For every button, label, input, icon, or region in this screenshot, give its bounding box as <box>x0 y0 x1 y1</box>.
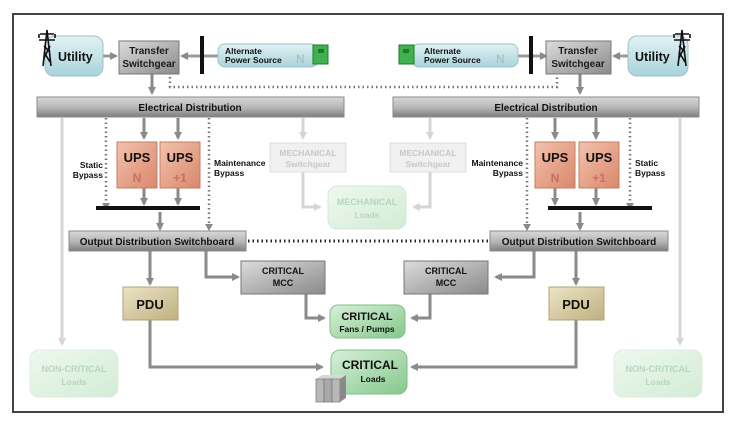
left-static-bypass-label: Static Bypass <box>73 160 104 180</box>
svg-text:Static: Static <box>635 158 658 168</box>
right-electrical-distribution[interactable]: Electrical Distribution <box>392 96 700 118</box>
left-mechanical-switchgear[interactable]: MECHANICAL Switchgear <box>269 142 347 173</box>
right-ups-output-bus <box>548 206 652 210</box>
label: CRITICAL <box>425 266 467 276</box>
left-bus-bar <box>200 36 204 74</box>
svg-text:Static: Static <box>80 160 103 170</box>
right-critical-mcc[interactable]: CRITICAL MCC <box>403 260 489 295</box>
right-ups-plus1[interactable]: UPS +1 <box>578 141 620 189</box>
redundancy-badge: N <box>496 52 505 66</box>
svg-text:Maintenance: Maintenance <box>472 158 524 168</box>
right-static-bypass-label: Static Bypass <box>635 158 666 178</box>
label: CRITICAL <box>262 266 304 276</box>
label: Power Source <box>225 55 282 65</box>
label: CRITICAL <box>341 311 393 323</box>
svg-text:Bypass: Bypass <box>635 168 666 178</box>
right-bus-bar <box>529 36 533 74</box>
label: Output Distribution Switchboard <box>502 237 656 248</box>
tie-line-top <box>168 77 559 89</box>
label: UPS <box>586 150 613 165</box>
label: CRITICAL <box>342 358 398 372</box>
label: N <box>133 171 142 185</box>
left-utility-label: Utility <box>58 50 93 64</box>
label: Switchgear <box>285 159 331 169</box>
label: MECHANICAL <box>399 148 456 158</box>
mechanical-loads[interactable]: MECHANICAL Loads <box>327 185 407 230</box>
label: UPS <box>167 150 194 165</box>
left-output-distribution-switchboard[interactable]: Output Distribution Switchboard <box>68 230 247 252</box>
right-maintenance-bypass-label: Maintenance Bypass <box>472 158 524 178</box>
right-generator-icon <box>398 44 415 65</box>
label: MECHANICAL <box>337 197 398 207</box>
connectors <box>58 52 684 371</box>
critical-loads[interactable]: CRITICAL Loads <box>330 349 408 395</box>
left-electrical-distribution[interactable]: Electrical Distribution <box>36 96 345 118</box>
label: NON-CRITICAL <box>626 364 691 374</box>
left-pdu[interactable]: PDU <box>122 286 179 321</box>
label: Electrical Distribution <box>494 103 597 114</box>
right-pdu[interactable]: PDU <box>548 286 605 321</box>
right-alternate-power-source[interactable]: Alternate Power Source N <box>411 43 519 68</box>
label: +1 <box>592 171 606 185</box>
left-utility[interactable]: Utility <box>44 35 104 77</box>
right-utility[interactable]: Utility <box>627 35 689 77</box>
right-transfer-switchgear[interactable]: Transfer Switchgear <box>545 40 612 75</box>
label: Loads <box>645 377 670 387</box>
label: Alternate <box>225 46 262 56</box>
right-non-critical-loads[interactable]: NON-CRITICAL Loads <box>613 349 703 398</box>
right-utility-tower-icon <box>673 29 691 67</box>
left-ups-plus1[interactable]: UPS +1 <box>159 141 201 189</box>
right-ups-n[interactable]: UPS N <box>534 141 576 189</box>
label: PDU <box>136 297 163 312</box>
label: Alternate <box>424 46 461 56</box>
label: Power Source <box>424 55 481 65</box>
left-critical-mcc[interactable]: CRITICAL MCC <box>240 260 326 295</box>
svg-text:Bypass: Bypass <box>493 168 524 178</box>
label: +1 <box>173 171 187 185</box>
bypass-lines <box>104 77 632 243</box>
label: UPS <box>542 150 569 165</box>
right-output-distribution-switchboard[interactable]: Output Distribution Switchboard <box>489 230 669 252</box>
label: MCC <box>436 278 457 288</box>
left-ups-output-bus <box>96 206 200 210</box>
label: Switchgear <box>405 159 451 169</box>
label: UPS <box>124 150 151 165</box>
label: Switchgear <box>551 59 604 70</box>
right-mechanical-switchgear[interactable]: MECHANICAL Switchgear <box>389 142 467 173</box>
label: MCC <box>273 278 294 288</box>
label: Switchgear <box>122 59 175 70</box>
left-generator-icon <box>312 44 329 65</box>
svg-text:Bypass: Bypass <box>214 168 245 178</box>
server-rack-icon <box>315 375 346 403</box>
redundancy-badge: N <box>296 52 305 66</box>
left-non-critical-loads[interactable]: NON-CRITICAL Loads <box>29 349 119 398</box>
svg-text:Bypass: Bypass <box>73 170 104 180</box>
label: Output Distribution Switchboard <box>80 237 234 248</box>
right-utility-label: Utility <box>635 50 670 64</box>
label: Loads <box>354 210 379 220</box>
left-ups-n[interactable]: UPS N <box>116 141 158 189</box>
label: N <box>551 171 560 185</box>
left-alternate-power-source[interactable]: Alternate Power Source N <box>217 43 319 68</box>
label: Electrical Distribution <box>138 103 241 114</box>
critical-fans-pumps[interactable]: CRITICAL Fans / Pumps <box>329 304 406 339</box>
label: Loads <box>61 377 86 387</box>
label: Transfer <box>558 46 598 57</box>
svg-text:Maintenance: Maintenance <box>214 158 266 168</box>
label: MECHANICAL <box>279 148 336 158</box>
label: PDU <box>562 297 589 312</box>
label: Fans / Pumps <box>339 324 395 334</box>
label: Loads <box>360 374 385 384</box>
label: NON-CRITICAL <box>42 364 107 374</box>
label: Transfer <box>129 46 169 57</box>
left-transfer-switchgear[interactable]: Transfer Switchgear <box>118 40 180 75</box>
left-maintenance-bypass-label: Maintenance Bypass <box>214 158 266 178</box>
left-utility-tower-icon <box>38 29 56 67</box>
